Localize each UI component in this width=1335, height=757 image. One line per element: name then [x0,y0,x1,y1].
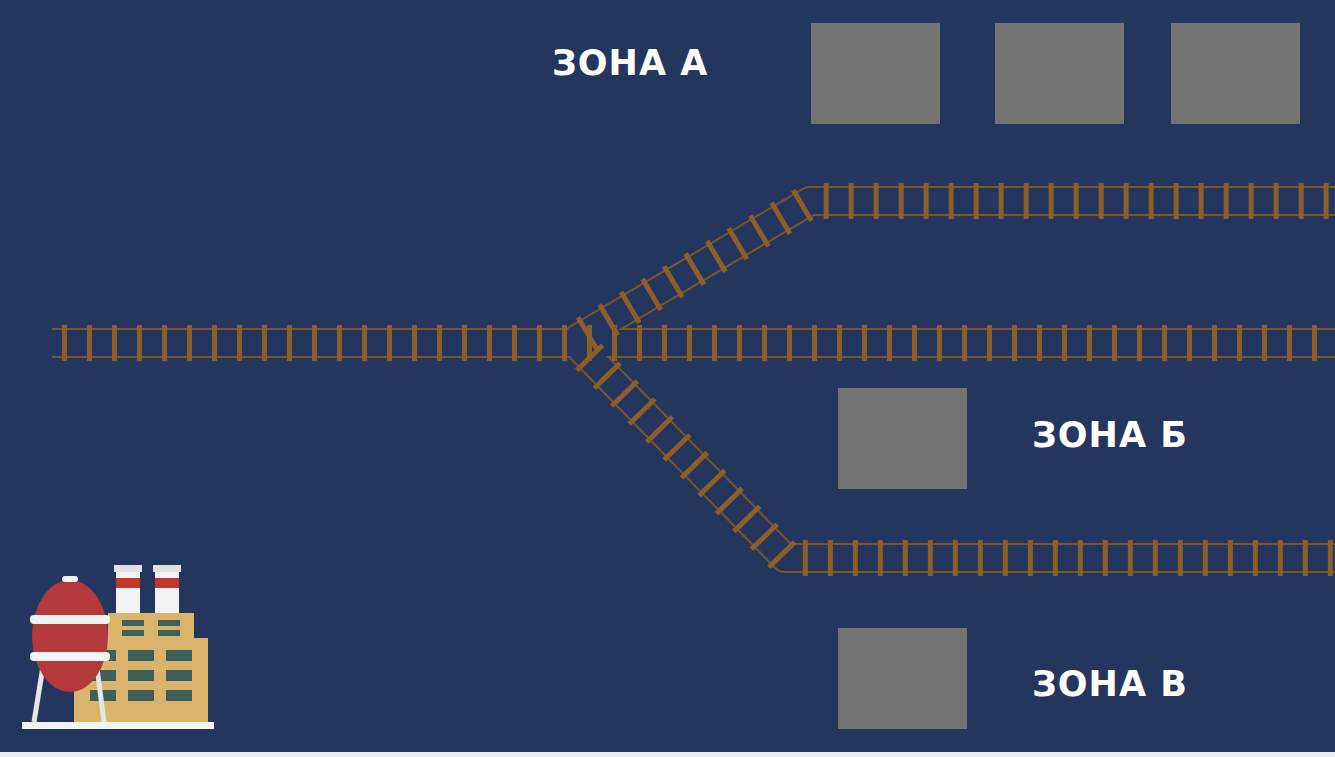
tank-cap [62,576,78,582]
rail [575,201,1335,340]
rail-ties [62,325,1335,361]
rail-gap [52,330,1335,356]
window [158,630,180,636]
storage-box [811,23,940,124]
factory-icon [22,565,214,729]
rail-ties [588,356,1335,558]
rail-ties [585,201,1335,334]
chimney-band [116,578,140,588]
window [122,630,144,636]
storage-box [838,628,967,729]
chimney-band [155,578,179,588]
tank-band [30,615,110,624]
window [122,620,144,626]
water-tank [32,580,108,692]
rail-gap [575,201,1335,340]
building-top [108,613,194,639]
window [158,620,180,626]
rail-gap [580,348,1335,558]
chimney-cap [114,565,142,572]
zone-label: ЗОНА А [552,44,708,83]
rail [580,348,1335,558]
zone-label: ЗОНА В [1032,665,1188,704]
storage-box [1171,23,1300,124]
rail-tracks [52,201,1335,558]
chimney [116,572,140,617]
storage-box [838,388,967,489]
tank-band [30,652,110,661]
bottom-strip [0,752,1335,757]
factory-base [22,722,214,729]
storage-box [995,23,1124,124]
chimney-cap [153,565,181,572]
rail [52,328,1335,358]
chimney [155,572,179,617]
zone-label: ЗОНА Б [1032,416,1188,455]
